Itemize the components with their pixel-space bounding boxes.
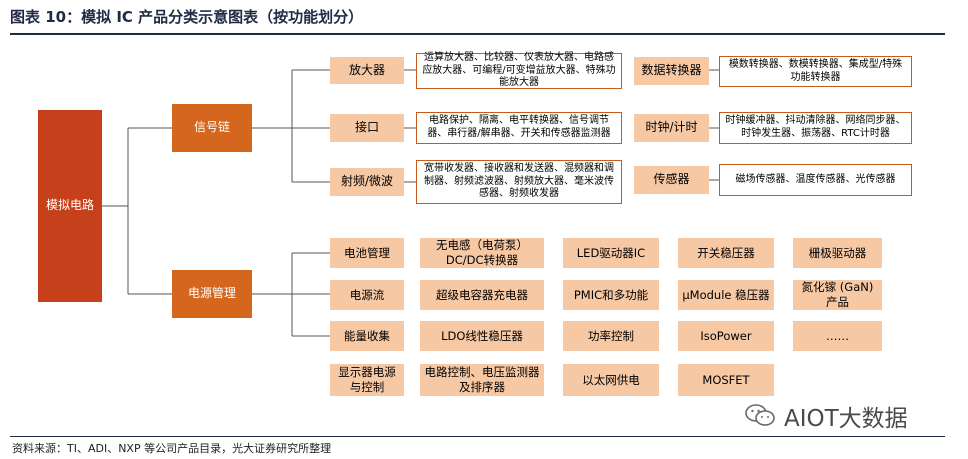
power-item-display-power: 显示器电源与控制 (330, 364, 404, 396)
node-signal-chain: 信号链 (172, 104, 252, 152)
detail-rf-microwave: 宽带收发器、接收器和发送器、混频器和调制器、射频滤波器、射频放大器、毫米波传感器… (416, 160, 622, 204)
detail-data-converter: 模数转换器、数模转换器、集成型/特殊功能转换器 (719, 56, 912, 87)
power-item-label: 电路控制、电压监测器及排序器 (424, 365, 540, 394)
power-item-label: 氮化镓 (GaN) 产品 (801, 280, 874, 309)
power-item-label: LDO线性稳压器 (441, 328, 523, 343)
root-node-label: 模拟电路 (45, 198, 94, 213)
detail-text: 时钟缓冲器、抖动清除器、网络同步器、时钟发生器、振荡器、RTC计时器 (725, 115, 906, 139)
power-item-label: 电池管理 (344, 245, 390, 260)
power-item-charge-pump: 无电感（电荷泵）DC/DC转换器 (420, 238, 544, 268)
power-item-label: 开关稳压器 (697, 245, 755, 260)
power-item-label: LED驱动器IC (576, 245, 646, 260)
power-item-umodule: μModule 稳压器 (678, 280, 774, 310)
node-power-management: 电源管理 (172, 270, 252, 318)
detail-text: 磁场传感器、温度传感器、光传感器 (735, 173, 896, 185)
detail-text: 运算放大器、比较器、仪表放大器、电路感应放大器、可编程/可变增益放大器、特殊功能… (422, 51, 616, 89)
category-label: 接口 (354, 120, 379, 135)
detail-text: 宽带收发器、接收器和发送器、混频器和调制器、射频滤波器、射频放大器、毫米波传感器… (424, 162, 614, 200)
category-label: 放大器 (348, 62, 385, 77)
category-label: 射频/微波 (340, 174, 394, 189)
power-item-label: 电源流 (349, 287, 385, 302)
power-item-label: …… (826, 328, 849, 343)
footer-divider (10, 436, 945, 437)
detail-text: 电路保护、隔离、电平转换器、信号调节器、串行器/解串器、开关和传感器监测器 (427, 115, 611, 139)
power-item-gate-driver: 栅极驱动器 (793, 238, 882, 268)
power-item-energy-harvesting: 能量收集 (330, 321, 404, 351)
category-label: 时钟/计时 (645, 120, 698, 135)
power-item-circuit-control: 电路控制、电压监测器及排序器 (420, 364, 544, 396)
detail-interface: 电路保护、隔离、电平转换器、信号调节器、串行器/解串器、开关和传感器监测器 (416, 112, 622, 144)
node-power-management-label: 电源管理 (187, 286, 236, 301)
node-signal-chain-label: 信号链 (193, 120, 230, 135)
power-item-isopower: IsoPower (678, 321, 774, 351)
power-item-pmic: PMIC和多功能 (563, 280, 659, 310)
power-item-supercap-charger: 超级电容器充电器 (420, 280, 544, 310)
power-item-label: 能量收集 (344, 328, 390, 343)
power-item-label: 显示器电源与控制 (338, 365, 396, 394)
watermark-text: AIOT大数据 (784, 406, 908, 432)
detail-text: 模数转换器、数模转换器、集成型/特殊功能转换器 (728, 58, 903, 83)
category-label: 数据转换器 (641, 63, 702, 78)
power-item-label: 超级电容器充电器 (436, 287, 528, 302)
category-amplifier: 放大器 (330, 57, 404, 84)
category-label: 传感器 (653, 172, 690, 187)
category-sensor: 传感器 (634, 166, 709, 194)
power-item-gan: 氮化镓 (GaN) 产品 (793, 280, 882, 310)
power-item-power-flow: 电源流 (330, 280, 404, 310)
detail-sensor: 磁场传感器、温度传感器、光传感器 (719, 164, 912, 196)
power-item-power-control: 功率控制 (563, 321, 659, 351)
power-item-switching-regulator: 开关稳压器 (678, 238, 774, 268)
wechat-icon (745, 404, 775, 426)
power-item-label: 以太网供电 (582, 372, 640, 387)
source-note: 资料来源：TI、ADI、NXP 等公司产品目录，光大证券研究所整理 (12, 442, 332, 455)
figure-title: 图表 10：模拟 IC 产品分类示意图表（按功能划分） (10, 8, 364, 26)
category-interface: 接口 (330, 114, 404, 142)
power-item-label: μModule 稳压器 (682, 287, 770, 302)
category-data-converter: 数据转换器 (634, 57, 709, 85)
root-node-analog-circuit: 模拟电路 (38, 110, 102, 302)
power-item-label: PMIC和多功能 (573, 287, 649, 302)
title-divider (10, 33, 945, 35)
power-item-mosfet: MOSFET (678, 364, 774, 396)
power-item-ldo: LDO线性稳压器 (420, 321, 544, 351)
power-item-label: 无电感（电荷泵）DC/DC转换器 (436, 238, 528, 267)
detail-amplifier: 运算放大器、比较器、仪表放大器、电路感应放大器、可编程/可变增益放大器、特殊功能… (416, 51, 622, 89)
detail-clock-timing: 时钟缓冲器、抖动清除器、网络同步器、时钟发生器、振荡器、RTC计时器 (719, 112, 912, 144)
power-item-led-driver: LED驱动器IC (563, 238, 659, 268)
power-item-label: 栅极驱动器 (808, 245, 867, 260)
category-clock-timing: 时钟/计时 (634, 114, 709, 142)
power-item-battery-management: 电池管理 (330, 238, 404, 268)
power-item-label: IsoPower (700, 328, 752, 343)
power-item-poe: 以太网供电 (563, 364, 659, 396)
power-item-label: MOSFET (702, 372, 750, 387)
power-item-label: 功率控制 (588, 328, 634, 343)
category-rf-microwave: 射频/微波 (330, 168, 404, 196)
power-item-more: …… (793, 321, 882, 351)
